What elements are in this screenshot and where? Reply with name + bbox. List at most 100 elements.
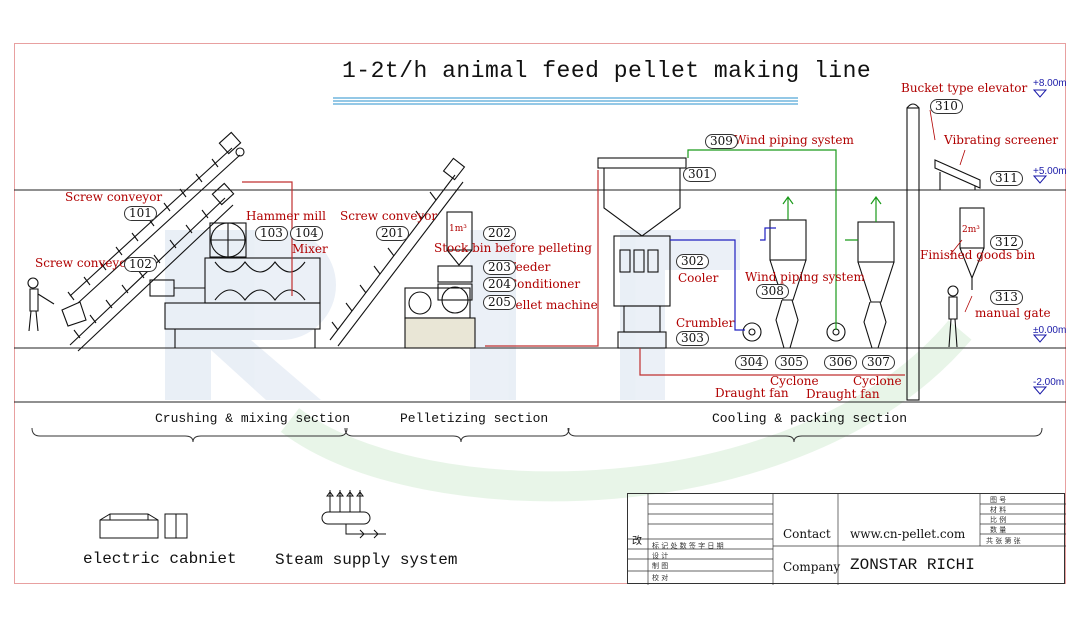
legend-steam-supply: Steam supply system [275,551,458,569]
base-frame-1 [164,302,321,348]
concrete-base [404,317,476,349]
label-vibrating-screener: Vibrating screener [944,133,1059,147]
tb-s4: 数 量 [990,526,1007,534]
label-cyclone-a: Cyclone [770,374,819,388]
tb-s3: 比 例 [990,516,1007,524]
number-202: 202 [483,226,516,241]
red-pipe-crushing [242,181,293,296]
label-draught-fan-b: Draught fan [806,387,880,401]
draught-fan-304 [742,322,762,342]
level-800: +8.00m [1033,78,1067,89]
worker-right [947,285,959,348]
number-304: 304 [735,355,768,370]
pipelines [242,149,905,376]
red-pipe-pellet [485,170,599,347]
tb-row4: 校 对 [652,574,669,582]
section-pelletizing: Pelletizing section [400,411,549,426]
tb-row1: 标 记 处 数 签 字 日 期 [652,542,724,550]
label-bucket-elevator: Bucket type elevator [901,81,1028,95]
section-crushing: Crushing & mixing section [155,411,351,426]
number-101: 101 [124,206,157,221]
label-feeder: Feeder [508,260,551,274]
tb-s5: 共 张 第 张 [986,537,1021,545]
label-mixer: Mixer [292,242,328,256]
pelletizing-equipment [329,157,476,349]
number-103: 103 [255,226,288,241]
mixer-104 [149,257,321,304]
crumbler-303 [617,305,667,349]
label-conditioner: Conditioner [508,277,581,291]
label-screw-conveyor-101: Screw conveyor [65,190,163,204]
number-313: 313 [990,290,1023,305]
cooler-301 [597,157,687,307]
screw-conveyor-201 [329,157,466,347]
number-301: 301 [683,167,716,182]
number-102: 102 [124,257,157,272]
number-201: 201 [376,226,409,241]
bucket-elevator-310 [906,103,920,401]
feeder-conditioner-203 [437,265,473,301]
label-hammer-mill: Hammer mill [246,209,326,223]
number-310: 310 [930,99,963,114]
label-bin-2m3: 2m³ [962,225,980,235]
level-000: ±0.00m [1033,325,1067,336]
label-wind-piping-mid: Wind piping system [745,270,865,284]
number-312: 312 [990,235,1023,250]
tb-s1: 图 号 [990,496,1007,504]
number-306: 306 [824,355,857,370]
label-stock-bin: Stock bin before pelleting [434,241,592,255]
tb-row3: 制 图 [652,562,669,570]
label-screw-conveyor-102: Screw conveyor [35,256,133,270]
level-minus-200: -2.00m [1033,377,1065,388]
level-lines [14,189,1066,403]
number-311: 311 [990,171,1023,186]
label-manual-gate: manual gate [975,306,1051,320]
section-braces [31,427,1043,443]
label-pellet-machine: Pellet machine [508,298,598,312]
green-arrow-a [782,195,794,220]
crushing-equipment [27,131,321,352]
section-cooling: Cooling & packing section [712,411,908,426]
label-draught-fan-a: Draught fan [715,386,789,400]
number-204: 204 [483,277,516,292]
stock-bin-202 [446,211,473,266]
level-markers [1032,89,1048,395]
diagram-title: 1-2t/h animal feed pellet making line [342,58,872,84]
number-104: 104 [290,226,323,241]
label-bin-1m3: 1m³ [449,224,467,234]
tb-s2: 材 料 [990,506,1007,514]
label-cyclone-b: Cyclone [853,374,902,388]
screw-conveyor-101 [67,131,245,304]
number-203: 203 [483,260,516,275]
number-307: 307 [862,355,895,370]
company-label: Company [783,560,841,574]
number-303: 303 [676,331,709,346]
hammer-mill-103 [209,222,247,258]
number-205: 205 [483,295,516,310]
label-wind-piping-top: Wind piping system [734,133,854,147]
red-pipe-bottom [639,348,905,376]
vibrating-screener-311 [934,159,981,190]
drawing-frame [14,43,1066,584]
number-309: 309 [705,134,738,149]
title-underline [333,97,798,105]
cooling-equipment [597,103,985,401]
company-value: ZONSTAR RICHI [850,556,975,574]
contact-value: www.cn-pellet.com [850,527,966,541]
legend-electric-cabinet: electric cabniet [83,550,237,568]
label-screw-conveyor-201: Screw conveyor [340,209,438,223]
cyclone-307 [857,221,895,349]
finished-goods-bin-312 [959,207,985,290]
label-finished-goods-bin: Finished goods bin [920,248,1036,262]
green-pipe [687,149,858,330]
title-block-grid [628,494,1066,585]
tb-row2: 设 计 [652,552,669,560]
number-305: 305 [775,355,808,370]
steam-supply-icon [321,490,386,539]
leader-lines [929,109,973,313]
level-500: +5.00m [1033,166,1067,177]
label-crumbler: Crumbler [676,316,735,330]
green-arrow-b [870,195,882,222]
worker-left [27,277,55,332]
